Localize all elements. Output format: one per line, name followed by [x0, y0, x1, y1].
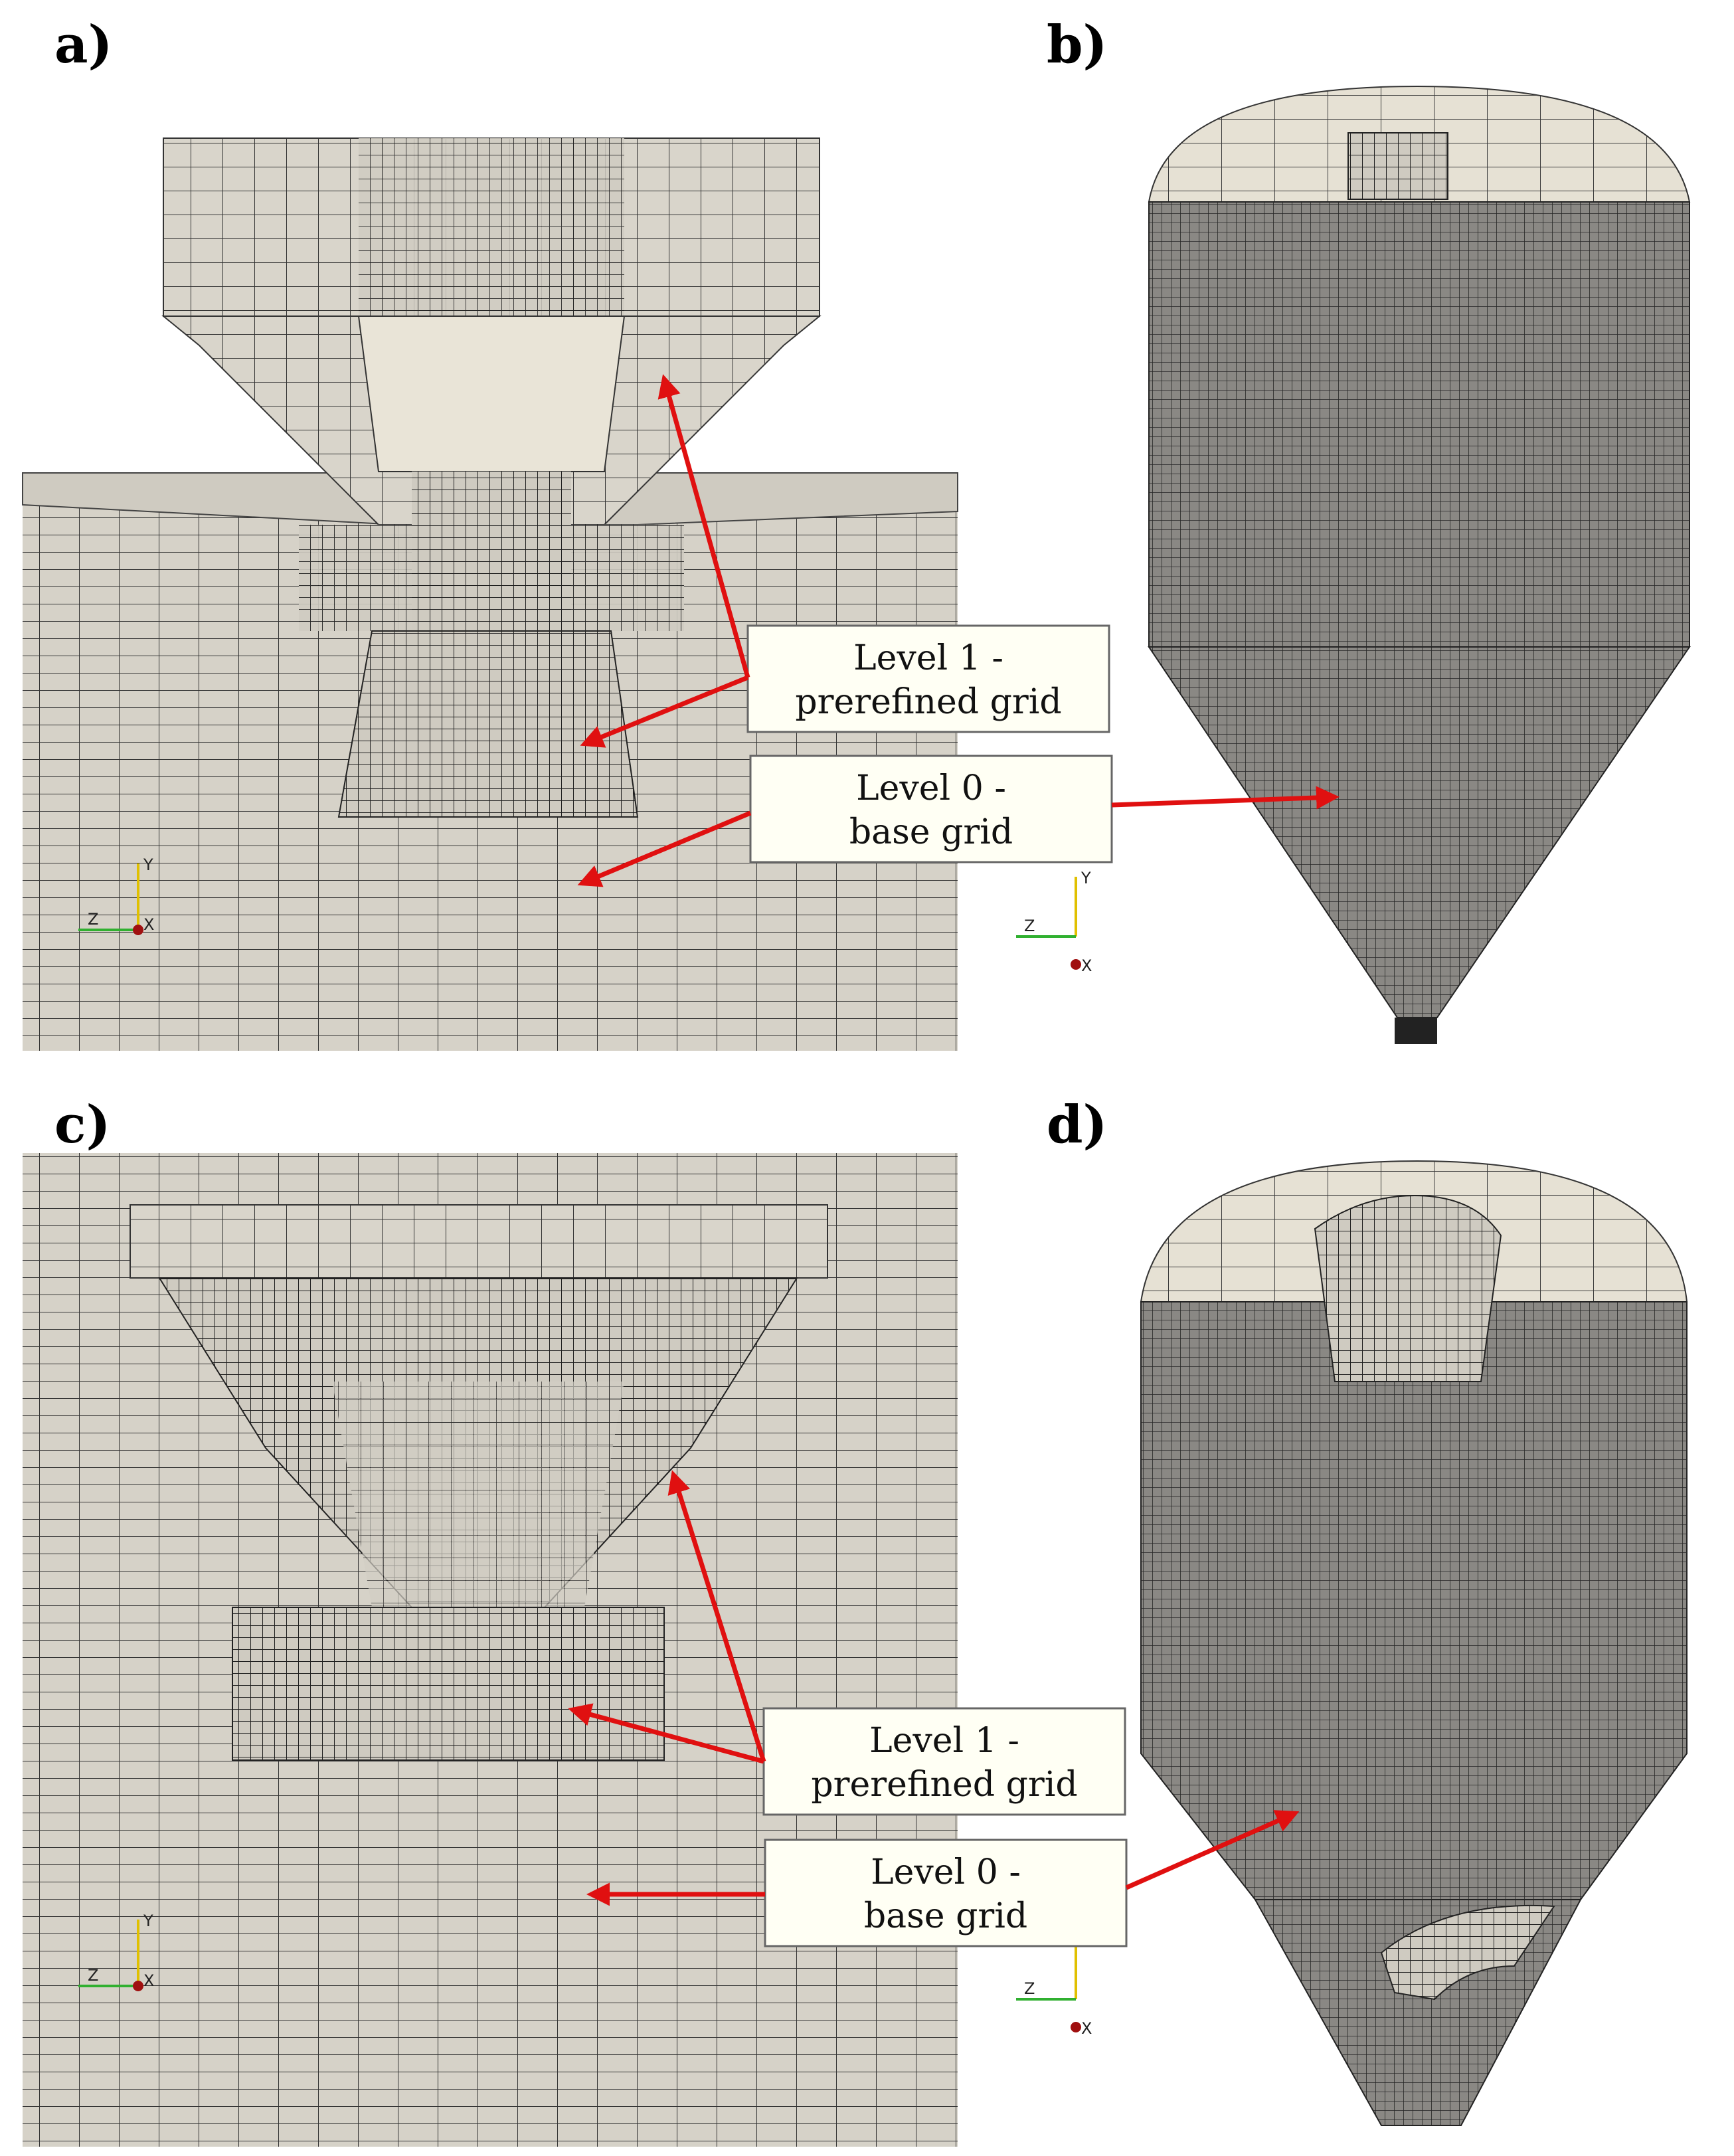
- x-axis-label: X: [143, 915, 154, 934]
- silo-body: [1140, 1301, 1688, 1900]
- panel-b-label: b): [1047, 15, 1107, 75]
- callout-level0-top: [749, 755, 1113, 863]
- arrow-to-level0-a: [577, 810, 752, 887]
- panel-d-label: d): [1047, 1095, 1107, 1155]
- arrow-to-funnel-c: [667, 1470, 766, 1763]
- arrow-to-level1-c: [568, 1703, 764, 1764]
- callout-level0-bottom-line1: Level 0 -: [871, 1852, 1021, 1892]
- callout-level0-bottom-line2: base grid: [864, 1896, 1027, 1936]
- panel-a: a) Y Z X: [22, 15, 958, 1051]
- silo-inlet-refinement: [1314, 1194, 1502, 1382]
- callout-level1-top-line2: prerefined grid: [795, 682, 1061, 722]
- x-axis-label: X: [1081, 2019, 1092, 2038]
- arrow-to-funnel: [657, 374, 750, 678]
- y-axis-label: Y: [143, 855, 153, 874]
- panel-d-axes: Y Z X: [1016, 1931, 1092, 2038]
- x-axis-dot: [1071, 2022, 1081, 2032]
- inlet-core: [359, 138, 624, 316]
- panel-c-axes: Y Z X: [78, 1912, 154, 1991]
- panel-d-mesh: [1140, 1160, 1688, 2126]
- silo-cylinder: [1148, 201, 1690, 648]
- panel-c: c) Y Z X: [23, 1095, 958, 2147]
- callouts-bottom: Level 1 - prerefined grid Level 0 - base…: [568, 1470, 1300, 1947]
- arrow-to-level0-b: [1111, 786, 1340, 810]
- y-axis-label: Y: [143, 1912, 153, 1930]
- callouts-top: Level 1 - prerefined grid Level 0 - base…: [577, 374, 1340, 887]
- panel-a-axes: Y Z X: [78, 855, 154, 935]
- level1-refined-region: [232, 1607, 665, 1761]
- funnel-core: [332, 1382, 624, 1607]
- callout-level1-bottom: [762, 1707, 1126, 1816]
- arrow-to-level1-a: [580, 675, 749, 748]
- funnel-core: [357, 315, 626, 472]
- outlet-refinement: [1380, 1904, 1555, 2001]
- z-axis-label: Z: [1024, 917, 1035, 935]
- panel-b-axes: Y Z X: [1016, 869, 1092, 975]
- y-axis-label: Y: [1081, 869, 1091, 887]
- level1-block-upper: [299, 525, 684, 631]
- callout-level0-top-line2: base grid: [849, 812, 1013, 852]
- silo-inlet-refinement: [1347, 132, 1448, 200]
- callout-level1-top: [746, 624, 1110, 733]
- z-axis-label: Z: [1024, 1979, 1035, 1998]
- x-axis-label: X: [143, 1971, 154, 1990]
- callout-level1-bottom-line1: Level 1 -: [869, 1721, 1019, 1761]
- panel-c-label: c): [54, 1095, 110, 1155]
- silo-cone: [1148, 646, 1691, 1018]
- z-axis-label: Z: [88, 910, 98, 929]
- panel-a-mesh: [22, 137, 958, 1051]
- callout-level1-top-line1: Level 1 -: [853, 638, 1003, 678]
- silo-outlet: [1395, 1018, 1437, 1044]
- panel-d: d) Y Z X: [1016, 1095, 1688, 2126]
- callout-level1-bottom-line2: prerefined grid: [811, 1765, 1077, 1805]
- callout-level0-top-line1: Level 0 -: [856, 768, 1006, 808]
- panel-b: b) Y Z X: [1016, 15, 1691, 1044]
- panel-c-mesh: [23, 1153, 958, 2147]
- level1-refined-region: [337, 630, 639, 818]
- panel-b-mesh: [1148, 85, 1691, 1044]
- x-axis-dot: [133, 1981, 143, 1991]
- z-axis-label: Z: [88, 1966, 98, 1985]
- callout-level0-bottom: [764, 1839, 1128, 1947]
- arrow-to-level0-d: [1125, 1810, 1300, 1890]
- inlet-plate: [130, 1204, 828, 1279]
- x-axis-label: X: [1081, 956, 1092, 975]
- x-axis-dot: [133, 925, 143, 935]
- panel-a-label: a): [54, 15, 112, 75]
- x-axis-dot: [1071, 959, 1081, 970]
